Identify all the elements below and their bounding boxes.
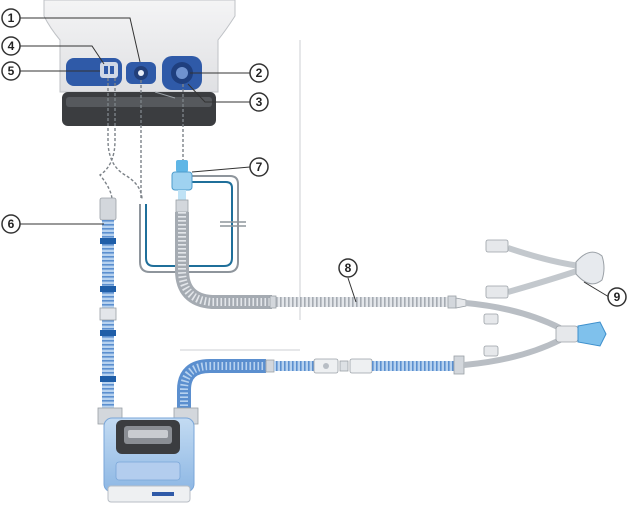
callout-1: 1: [1, 8, 21, 28]
callout-3-label: 3: [256, 95, 263, 109]
flow-sensor-loop: [139, 175, 246, 273]
ventilator-device: [43, 0, 236, 126]
callout-7: 7: [249, 157, 269, 177]
callout-8: 8: [338, 258, 358, 278]
leader-7: [191, 166, 251, 173]
callout-9-label: 9: [614, 290, 621, 304]
callout-4-label: 4: [8, 39, 15, 53]
callout-2-label: 2: [256, 66, 263, 80]
callout-6: 6: [1, 214, 21, 234]
humidifier: [97, 407, 199, 503]
y-piece: [463, 300, 607, 368]
pressure-sensing-lines: [98, 78, 184, 201]
callout-6-label: 6: [8, 217, 15, 231]
callout-9: 9: [607, 287, 627, 307]
leader-9: [583, 281, 610, 298]
callout-7-label: 7: [256, 160, 263, 174]
leader-8: [347, 277, 357, 303]
leader-3: [187, 83, 250, 103]
leader-1: [20, 17, 141, 63]
callout-leaders: [20, 17, 610, 303]
flow-sensor: [171, 160, 193, 200]
background-guides: [180, 40, 301, 351]
inspiratory-limb: [99, 197, 465, 410]
callout-5: 5: [1, 61, 21, 81]
patient-interface: [485, 239, 605, 299]
expiratory-limb: [175, 199, 467, 309]
callout-2: 2: [249, 63, 269, 83]
callout-5-label: 5: [8, 64, 15, 78]
callout-4: 4: [1, 36, 21, 56]
callout-8-label: 8: [345, 261, 352, 275]
leader-4: [20, 45, 105, 65]
callout-1-label: 1: [8, 11, 15, 25]
callout-3: 3: [249, 92, 269, 112]
